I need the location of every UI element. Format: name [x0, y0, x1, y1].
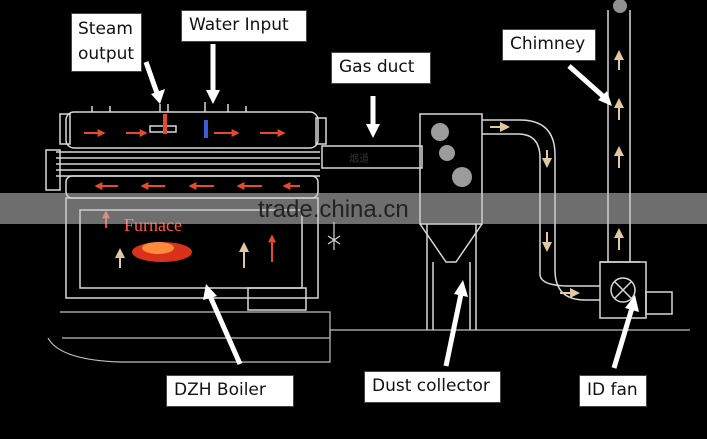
duct-marking: 烟道 [349, 154, 369, 165]
pointer-chimney [567, 64, 612, 106]
gas-duct [321, 145, 423, 169]
pointer-water-input [206, 44, 220, 104]
pointer-steam-output [143, 61, 165, 104]
dust-collector-label: Dust collector [364, 371, 501, 403]
pointer-dust-collector [443, 280, 468, 367]
dzh-boiler-label: DZH Boiler [166, 375, 294, 407]
steam-output-label: Steam output [71, 13, 142, 72]
id-fan [599, 261, 673, 319]
gas-duct-label: Gas duct [331, 52, 431, 84]
dust-collector [419, 113, 483, 330]
chimney-smoke [613, 0, 627, 13]
pipe-flow-arrows [490, 122, 580, 298]
chimney [600, 10, 640, 263]
boiler [45, 102, 327, 311]
water-input-label: Water Input [181, 10, 307, 42]
watermark: trade.china.cn [258, 196, 409, 223]
drum-flow-arrows [84, 129, 300, 190]
watermark-band [0, 193, 707, 224]
pointer-gas-duct [366, 96, 380, 138]
dust-collector-smoke [431, 123, 472, 187]
pointer-id-fan [611, 295, 639, 369]
ground [47, 311, 690, 363]
furnace-fire [102, 210, 276, 268]
drum-valves [163, 114, 208, 138]
pointer-dzh-boiler [203, 284, 243, 366]
id-fan-label: ID fan [579, 375, 647, 407]
upper-drum [65, 111, 319, 149]
duct-valve [327, 222, 341, 250]
chimney-label: Chimney [502, 29, 596, 61]
pointer-arrows [143, 44, 639, 369]
